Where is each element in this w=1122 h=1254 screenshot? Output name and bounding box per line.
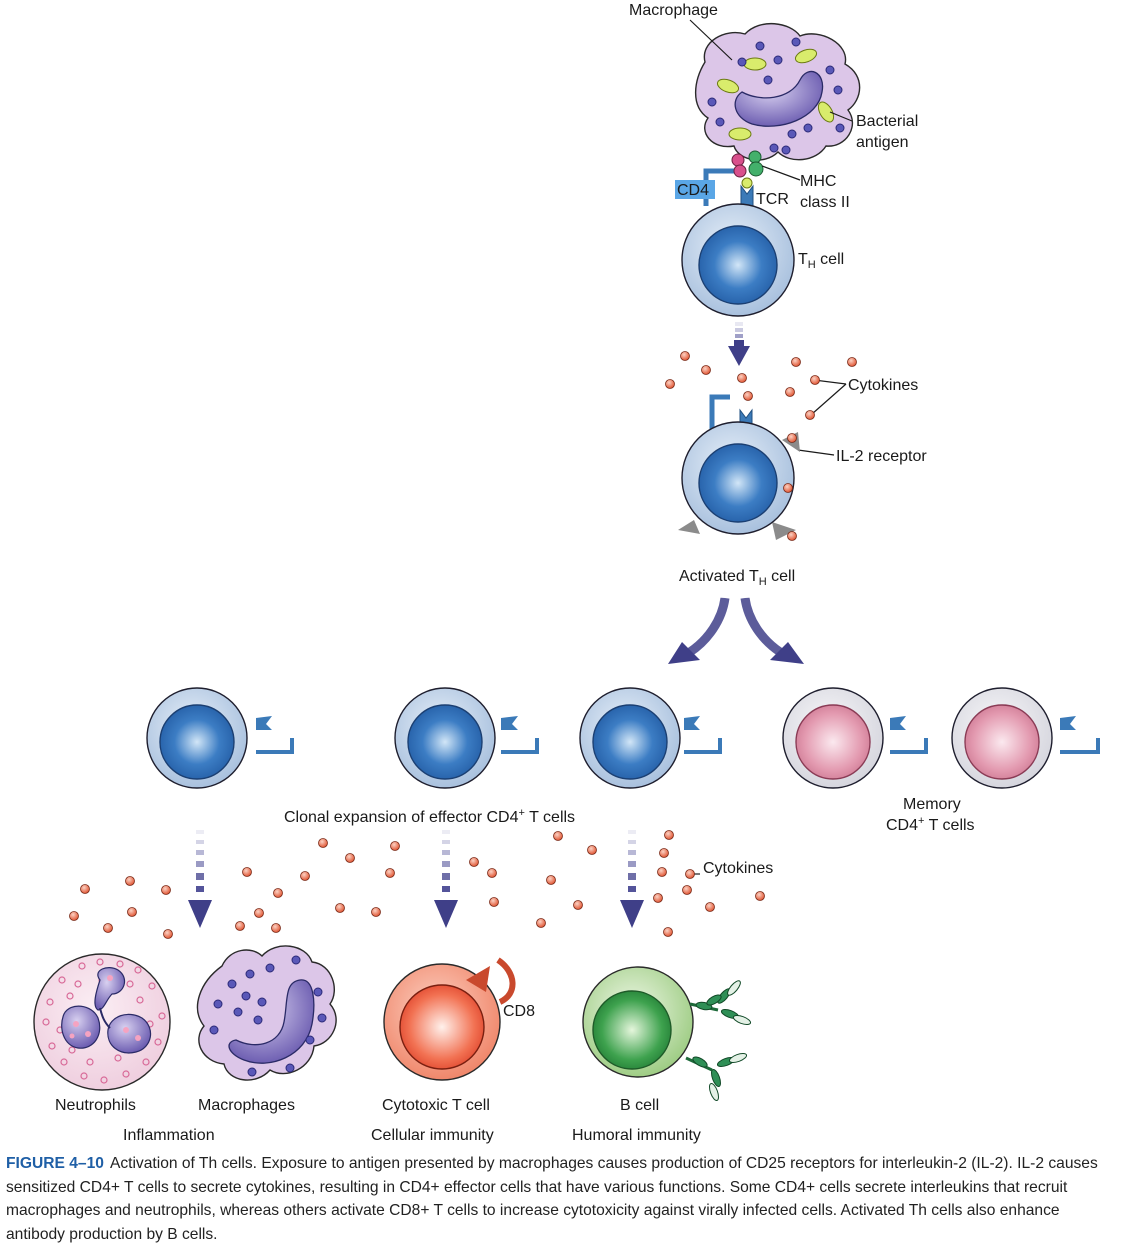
memory-cell-2 <box>951 687 1100 789</box>
label-cytotoxic: Cytotoxic T cell <box>382 1097 490 1114</box>
label-cellular: Cellular immunity <box>371 1127 494 1144</box>
cytokines-top-cluster <box>665 351 857 420</box>
label-memory-1: Memory <box>903 796 961 813</box>
effector-cell-2 <box>394 687 539 789</box>
b-cell <box>582 966 752 1102</box>
cytotoxic-t-cell <box>383 957 516 1081</box>
label-neutrophils: Neutrophils <box>55 1097 136 1114</box>
effector-cell-1 <box>146 687 294 789</box>
label-cytokines-bottom: Cytokines <box>703 860 773 877</box>
label-clonal-expansion: Clonal expansion of effector CD4+ T cell… <box>284 807 575 826</box>
antibody-upper <box>689 980 752 1026</box>
label-inflammation: Inflammation <box>123 1127 215 1144</box>
down-arrow-1 <box>728 322 750 366</box>
label-bacterial-2: antigen <box>856 134 909 151</box>
label-cd8: CD8 <box>503 1003 535 1020</box>
effector-cell-3 <box>579 687 722 789</box>
dashed-arrow-inflammation <box>188 830 212 928</box>
label-bacterial-1: Bacterial <box>856 113 918 130</box>
label-th-cell: TH cell <box>798 251 844 271</box>
label-mhc-2: class II <box>800 194 850 211</box>
figure-caption-text: Activation of Th cells. Exposure to anti… <box>6 1155 1098 1243</box>
antibody-lower <box>685 1052 748 1102</box>
effector-macrophage <box>196 945 337 1081</box>
label-macrophage: Macrophage <box>629 2 718 19</box>
label-macrophages: Macrophages <box>198 1097 295 1114</box>
dashed-arrow-humoral <box>620 830 644 928</box>
label-humoral: Humoral immunity <box>572 1127 701 1144</box>
activated-th-cell <box>678 394 800 541</box>
label-memory-2: CD4+ T cells <box>886 815 975 834</box>
label-tcr: TCR <box>756 191 789 208</box>
cytokines-bottom-cluster <box>69 830 765 939</box>
label-bcell: B cell <box>620 1097 659 1114</box>
split-arrows <box>668 588 804 664</box>
th-activation-diagram: Macrophage Bacterial antigen MHC class I… <box>33 2 1100 1144</box>
label-activated-th: Activated TH cell <box>679 568 795 588</box>
neutrophil <box>33 953 171 1091</box>
label-mhc-1: MHC <box>800 173 836 190</box>
label-cytokines-top: Cytokines <box>848 377 918 394</box>
label-cd4: CD4 <box>677 182 709 199</box>
dashed-arrow-cellular <box>434 830 458 928</box>
mhc-tcr-complex <box>675 150 764 206</box>
memory-cell-1 <box>782 687 928 789</box>
figure-label: FIGURE 4–10 <box>6 1155 104 1172</box>
th-cell <box>681 203 795 317</box>
presenting-macrophage <box>695 22 861 161</box>
label-il2-receptor: IL-2 receptor <box>836 448 927 465</box>
